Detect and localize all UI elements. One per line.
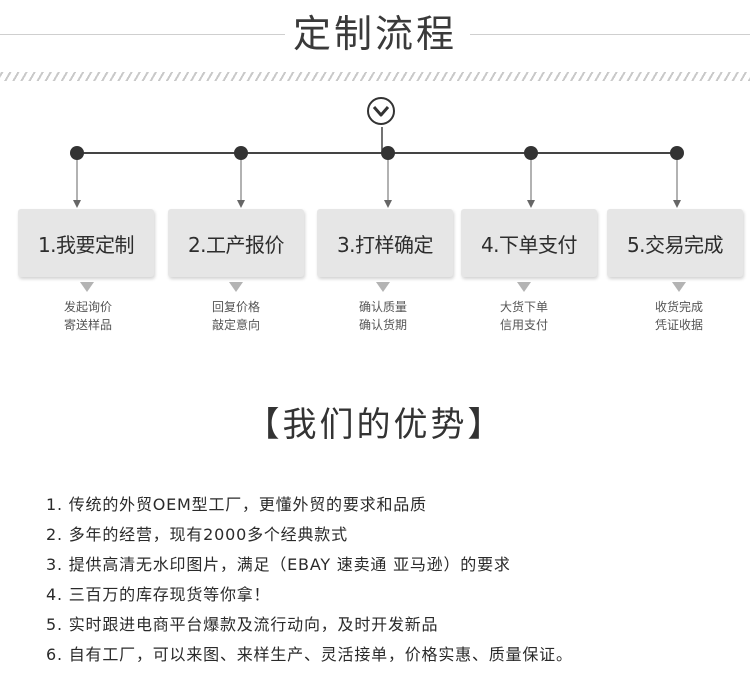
advantages-list: 1. 传统的外贸OEM型工厂，更懂外贸的要求和品质 2. 多年的经营，现有200… bbox=[46, 490, 736, 670]
step-pointer-3 bbox=[376, 282, 390, 292]
step-desc-3: 确认质量 确认货期 bbox=[313, 298, 453, 334]
step-desc-line: 收货完成 bbox=[654, 300, 703, 314]
step-pointer-1 bbox=[80, 282, 94, 292]
step-desc-line: 敲定意向 bbox=[211, 318, 260, 332]
header-rule-left bbox=[0, 34, 285, 35]
advantage-item: 5. 实时跟进电商平台爆款及流行动向，及时开发新品 bbox=[46, 615, 439, 634]
flow-node-1 bbox=[70, 146, 84, 160]
step-box-2: 2.工产报价 bbox=[168, 209, 304, 277]
step-desc-5: 收货完成 凭证收据 bbox=[609, 298, 749, 334]
step-box-5: 5.交易完成 bbox=[607, 209, 743, 277]
step-box-4: 4.下单支付 bbox=[461, 209, 597, 277]
step-desc-1: 发起询价 寄送样品 bbox=[18, 298, 158, 334]
step-desc-line: 确认质量 bbox=[358, 300, 407, 314]
advantage-item: 1. 传统的外贸OEM型工厂，更懂外贸的要求和品质 bbox=[46, 495, 427, 514]
step-pointer-4 bbox=[517, 282, 531, 292]
step-desc-line: 信用支付 bbox=[499, 318, 548, 332]
section-header: 定制流程 bbox=[0, 0, 750, 70]
flow-node-3 bbox=[381, 146, 395, 160]
step-box-3: 3.打样确定 bbox=[317, 209, 453, 277]
step-desc-line: 发起询价 bbox=[63, 300, 112, 314]
flow-node-2 bbox=[234, 146, 248, 160]
advantage-item: 6. 自有工厂，可以来图、来样生产、灵活接单，价格实惠、质量保证。 bbox=[46, 645, 573, 664]
advantage-item: 4. 三百万的库存现货等你拿！ bbox=[46, 585, 271, 604]
step-pointer-5 bbox=[672, 282, 686, 292]
step-pointer-2 bbox=[229, 282, 243, 292]
flow-node-5 bbox=[670, 146, 684, 160]
step-desc-2: 回复价格 敲定意向 bbox=[166, 298, 306, 334]
page-title: 定制流程 bbox=[292, 12, 457, 56]
step-desc-line: 回复价格 bbox=[211, 300, 260, 314]
step-box-1: 1.我要定制 bbox=[18, 209, 154, 277]
flow-node-4 bbox=[524, 146, 538, 160]
step-desc-4: 大货下单 信用支付 bbox=[454, 298, 594, 334]
chevron-down-circle-icon bbox=[367, 97, 395, 125]
advantage-item: 2. 多年的经营，现有2000多个经典款式 bbox=[46, 525, 348, 544]
step-desc-line: 大货下单 bbox=[499, 300, 548, 314]
advantage-item: 3. 提供高清无水印图片，满足（EBAY 速卖通 亚马逊）的要求 bbox=[46, 555, 511, 574]
flow-drops bbox=[73, 153, 681, 208]
header-rule-right bbox=[470, 34, 750, 35]
hatch-divider bbox=[0, 72, 750, 81]
step-desc-line: 寄送样品 bbox=[63, 318, 112, 332]
advantages-title: 【我们的优势】 bbox=[245, 405, 505, 445]
step-desc-line: 凭证收据 bbox=[654, 318, 703, 332]
step-desc-line: 确认货期 bbox=[358, 318, 407, 332]
